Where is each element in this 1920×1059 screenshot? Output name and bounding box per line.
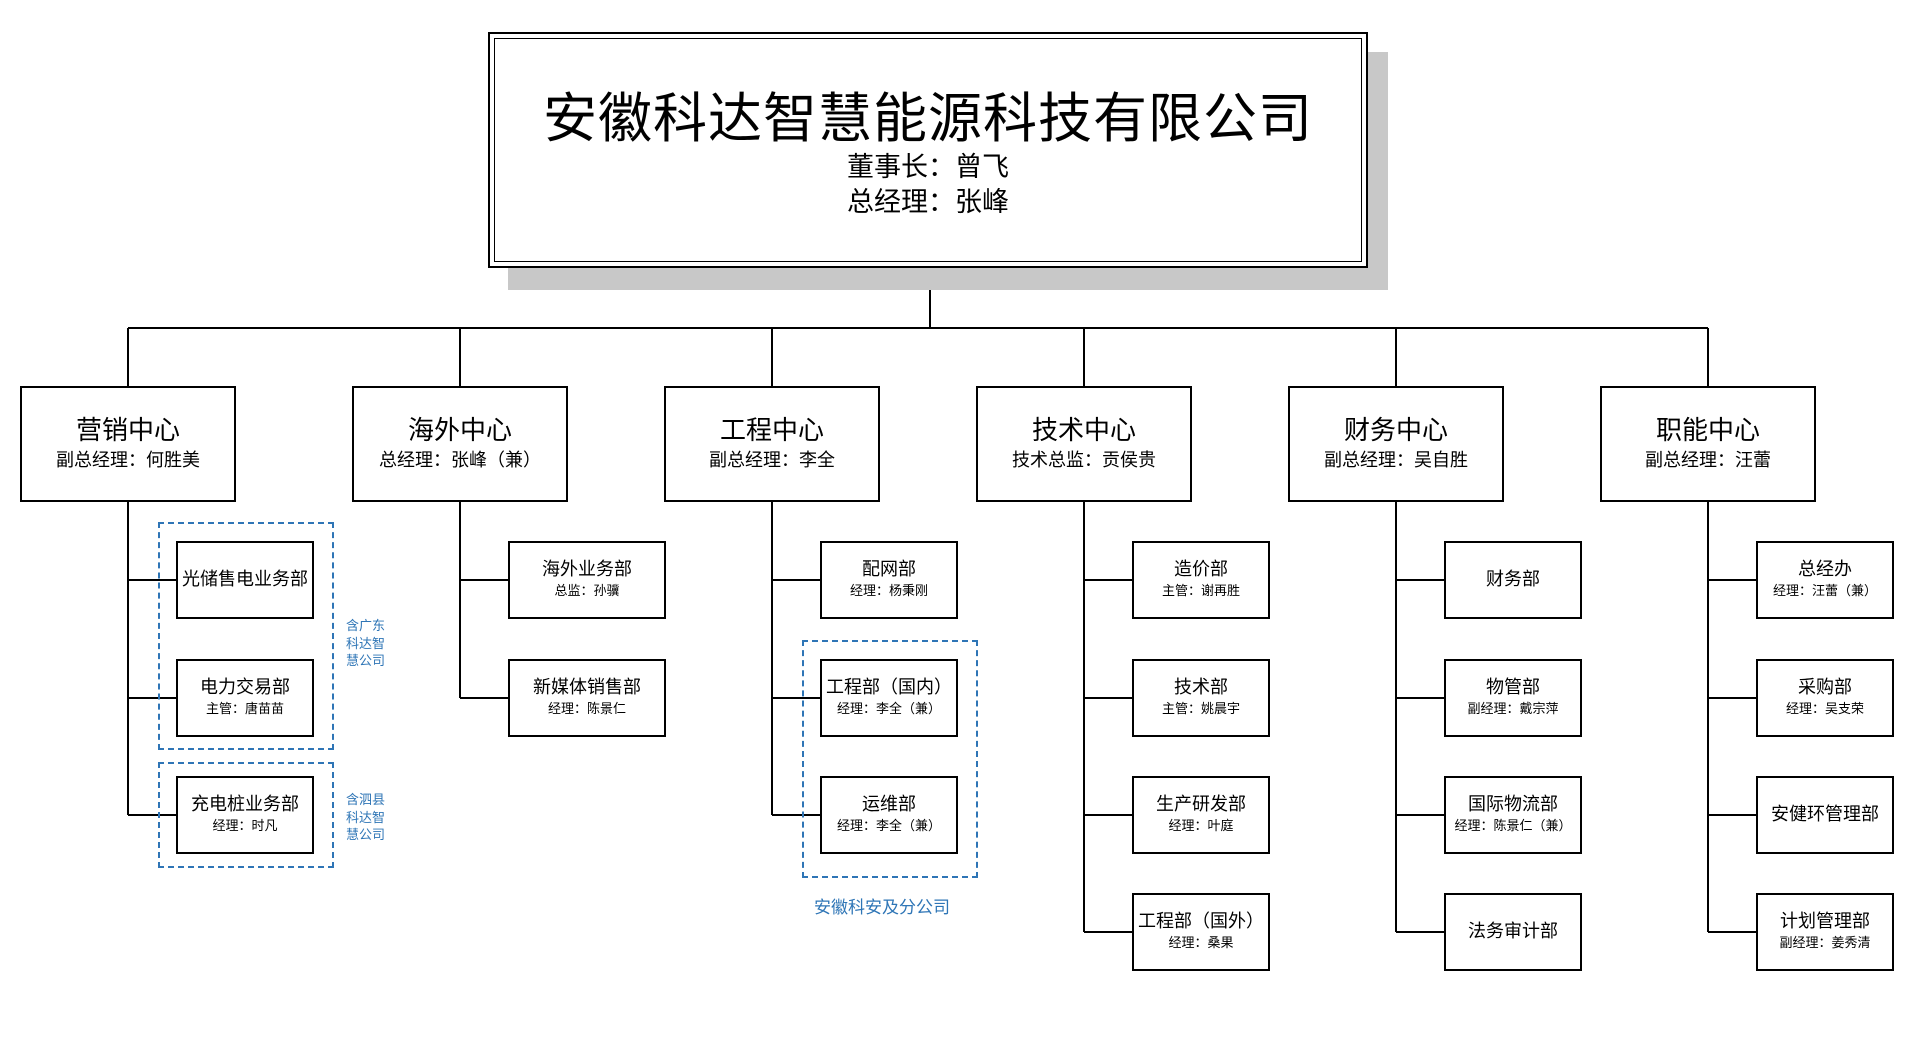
center-head: 副总经理：汪蕾 [1645, 450, 1771, 472]
dept-title: 造价部 [1174, 559, 1228, 581]
dept-title: 国际物流部 [1468, 794, 1558, 816]
dept-title: 技术部 [1174, 677, 1228, 699]
dept-head: 总监：孙骥 [554, 584, 620, 600]
group-frame-kean [802, 640, 978, 878]
center-title: 工程中心 [719, 415, 824, 446]
dept-box: 采购部 经理：吴支荣 [1756, 659, 1894, 737]
dept-title: 配网部 [862, 559, 916, 581]
center-head: 副总经理：何胜美 [56, 450, 200, 472]
center-title: 技术中心 [1031, 415, 1136, 446]
dept-title: 总经办 [1798, 559, 1852, 581]
dept-head: 经理：时凡 [212, 819, 278, 835]
center-engineering: 工程中心 副总经理：李全 [664, 386, 880, 502]
dept-box: 工程部（国外） 经理：桑果 [1132, 893, 1270, 971]
dept-head: 主管：谢再胜 [1161, 584, 1240, 600]
dept-box: 光储售电业务部 [176, 541, 314, 619]
group-note-kean: 安徽科安及分公司 [814, 898, 950, 918]
dept-box: 总经办 经理：汪蕾（兼） [1756, 541, 1894, 619]
dept-box: 国际物流部 经理：陈景仁（兼） [1444, 776, 1582, 854]
dept-title: 物管部 [1486, 677, 1540, 699]
dept-head: 经理：杨秉刚 [849, 584, 928, 600]
dept-head: 主管：唐苗苗 [205, 702, 284, 718]
dept-box: 工程部（国内） 经理：李全（兼） [820, 659, 958, 737]
dept-title: 充电桩业务部 [191, 794, 299, 816]
dept-box: 运维部 经理：李全（兼） [820, 776, 958, 854]
center-head: 副总经理：吴自胜 [1324, 450, 1468, 472]
dept-box: 财务部 [1444, 541, 1582, 619]
dept-box: 海外业务部 总监：孙骥 [508, 541, 666, 619]
dept-box: 计划管理部 副经理：姜秀清 [1756, 893, 1894, 971]
dept-title: 电力交易部 [200, 677, 290, 699]
dept-box: 造价部 主管：谢再胜 [1132, 541, 1270, 619]
dept-title: 运维部 [862, 794, 916, 816]
center-head: 总经理：张峰（兼） [379, 450, 541, 472]
dept-head: 经理：吴支荣 [1785, 702, 1864, 718]
group-frame-guangdong [158, 522, 334, 750]
group-frame-sixian [158, 762, 334, 868]
dept-box: 新媒体销售部 经理：陈景仁 [508, 659, 666, 737]
dept-head: 经理：李全（兼） [836, 819, 941, 835]
center-title: 海外中心 [407, 415, 512, 446]
dept-title: 采购部 [1798, 677, 1852, 699]
dept-head: 副经理：姜秀清 [1779, 936, 1871, 952]
dept-head: 经理：李全（兼） [836, 702, 941, 718]
dept-title: 光储售电业务部 [182, 568, 308, 590]
general-manager-label: 总经理：张峰 [847, 187, 1009, 219]
dept-box: 安健环管理部 [1756, 776, 1894, 854]
dept-box: 技术部 主管：姚晨宇 [1132, 659, 1270, 737]
center-head: 技术总监：贡侯贵 [1012, 450, 1156, 472]
center-technology: 技术中心 技术总监：贡侯贵 [976, 386, 1192, 502]
center-functional: 职能中心 副总经理：汪蕾 [1600, 386, 1816, 502]
center-finance: 财务中心 副总经理：吴自胜 [1288, 386, 1504, 502]
group-note-sixian: 含泗县 科达智 慧公司 [346, 793, 386, 844]
dept-head: 经理：汪蕾（兼） [1772, 584, 1877, 600]
dept-title: 新媒体销售部 [533, 677, 641, 699]
dept-title: 安健环管理部 [1771, 803, 1879, 825]
center-title: 财务中心 [1343, 415, 1448, 446]
company-box: 安徽科达智慧能源科技有限公司 董事长：曾飞 总经理：张峰 [488, 32, 1368, 268]
center-title: 营销中心 [75, 415, 180, 446]
dept-title: 法务审计部 [1468, 920, 1558, 942]
dept-title: 生产研发部 [1156, 794, 1246, 816]
dept-box: 法务审计部 [1444, 893, 1582, 971]
dept-box: 物管部 副经理：戴宗萍 [1444, 659, 1582, 737]
dept-title: 计划管理部 [1780, 911, 1870, 933]
center-marketing: 营销中心 副总经理：何胜美 [20, 386, 236, 502]
center-head: 副总经理：李全 [709, 450, 835, 472]
dept-box: 生产研发部 经理：叶庭 [1132, 776, 1270, 854]
dept-head: 经理：叶庭 [1168, 819, 1234, 835]
dept-title: 工程部（国外） [1138, 911, 1264, 933]
center-overseas: 海外中心 总经理：张峰（兼） [352, 386, 568, 502]
dept-head: 经理：陈景仁（兼） [1454, 819, 1572, 835]
dept-box: 电力交易部 主管：唐苗苗 [176, 659, 314, 737]
dept-title: 工程部（国内） [826, 677, 952, 699]
dept-box: 配网部 经理：杨秉刚 [820, 541, 958, 619]
dept-head: 经理：陈景仁 [547, 702, 626, 718]
chairman-label: 董事长：曾飞 [847, 151, 1009, 183]
dept-box: 充电桩业务部 经理：时凡 [176, 776, 314, 854]
dept-title: 海外业务部 [542, 559, 632, 581]
company-box-inner: 安徽科达智慧能源科技有限公司 董事长：曾飞 总经理：张峰 [494, 38, 1362, 262]
group-note-guangdong: 含广东 科达智 慧公司 [346, 619, 386, 670]
dept-head: 副经理：戴宗萍 [1467, 702, 1559, 718]
dept-title: 财务部 [1486, 568, 1540, 590]
dept-head: 主管：姚晨宇 [1161, 702, 1240, 718]
dept-head: 经理：桑果 [1168, 936, 1234, 952]
center-title: 职能中心 [1655, 415, 1760, 446]
company-name: 安徽科达智慧能源科技有限公司 [543, 86, 1313, 150]
